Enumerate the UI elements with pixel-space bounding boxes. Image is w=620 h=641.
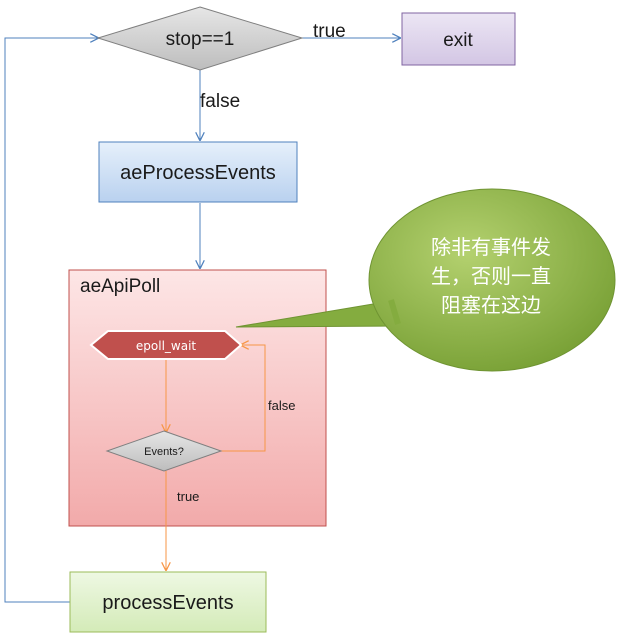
container-ae-api-poll-label: aeApiPoll [80, 276, 160, 297]
edge-label-stop-true: true [313, 21, 346, 42]
node-epoll-wait: epoll_wait [89, 330, 243, 360]
decision-events: Events? [105, 430, 223, 472]
node-ae-process-events-label: aeProcessEvents [120, 162, 276, 184]
edge-label-events-false: false [268, 398, 295, 413]
container-ae-api-poll: aeApiPoll [68, 269, 327, 527]
callout-line-2: 生，否则一直 [431, 264, 551, 288]
edge-label-events-true: true [177, 489, 199, 504]
node-process-events: processEvents [69, 571, 267, 633]
decision-stop-label: stop==1 [166, 29, 235, 50]
node-exit-label: exit [443, 30, 473, 51]
edge-label-stop-false: false [200, 91, 240, 112]
edge-loop-back [4, 38, 98, 603]
callout-line-3: 阻塞在这边 [441, 293, 541, 317]
node-epoll-wait-label: epoll_wait [136, 339, 197, 353]
decision-stop: stop==1 [96, 6, 304, 71]
edge-events-false [221, 345, 266, 452]
callout-line-1: 除非有事件发 [431, 235, 551, 259]
callout-bubble: 除非有事件发 生，否则一直 阻塞在这边 [235, 188, 616, 372]
node-exit: exit [401, 12, 516, 66]
node-process-events-label: processEvents [102, 592, 233, 614]
decision-events-label: Events? [144, 446, 184, 458]
node-ae-process-events: aeProcessEvents [98, 141, 298, 203]
